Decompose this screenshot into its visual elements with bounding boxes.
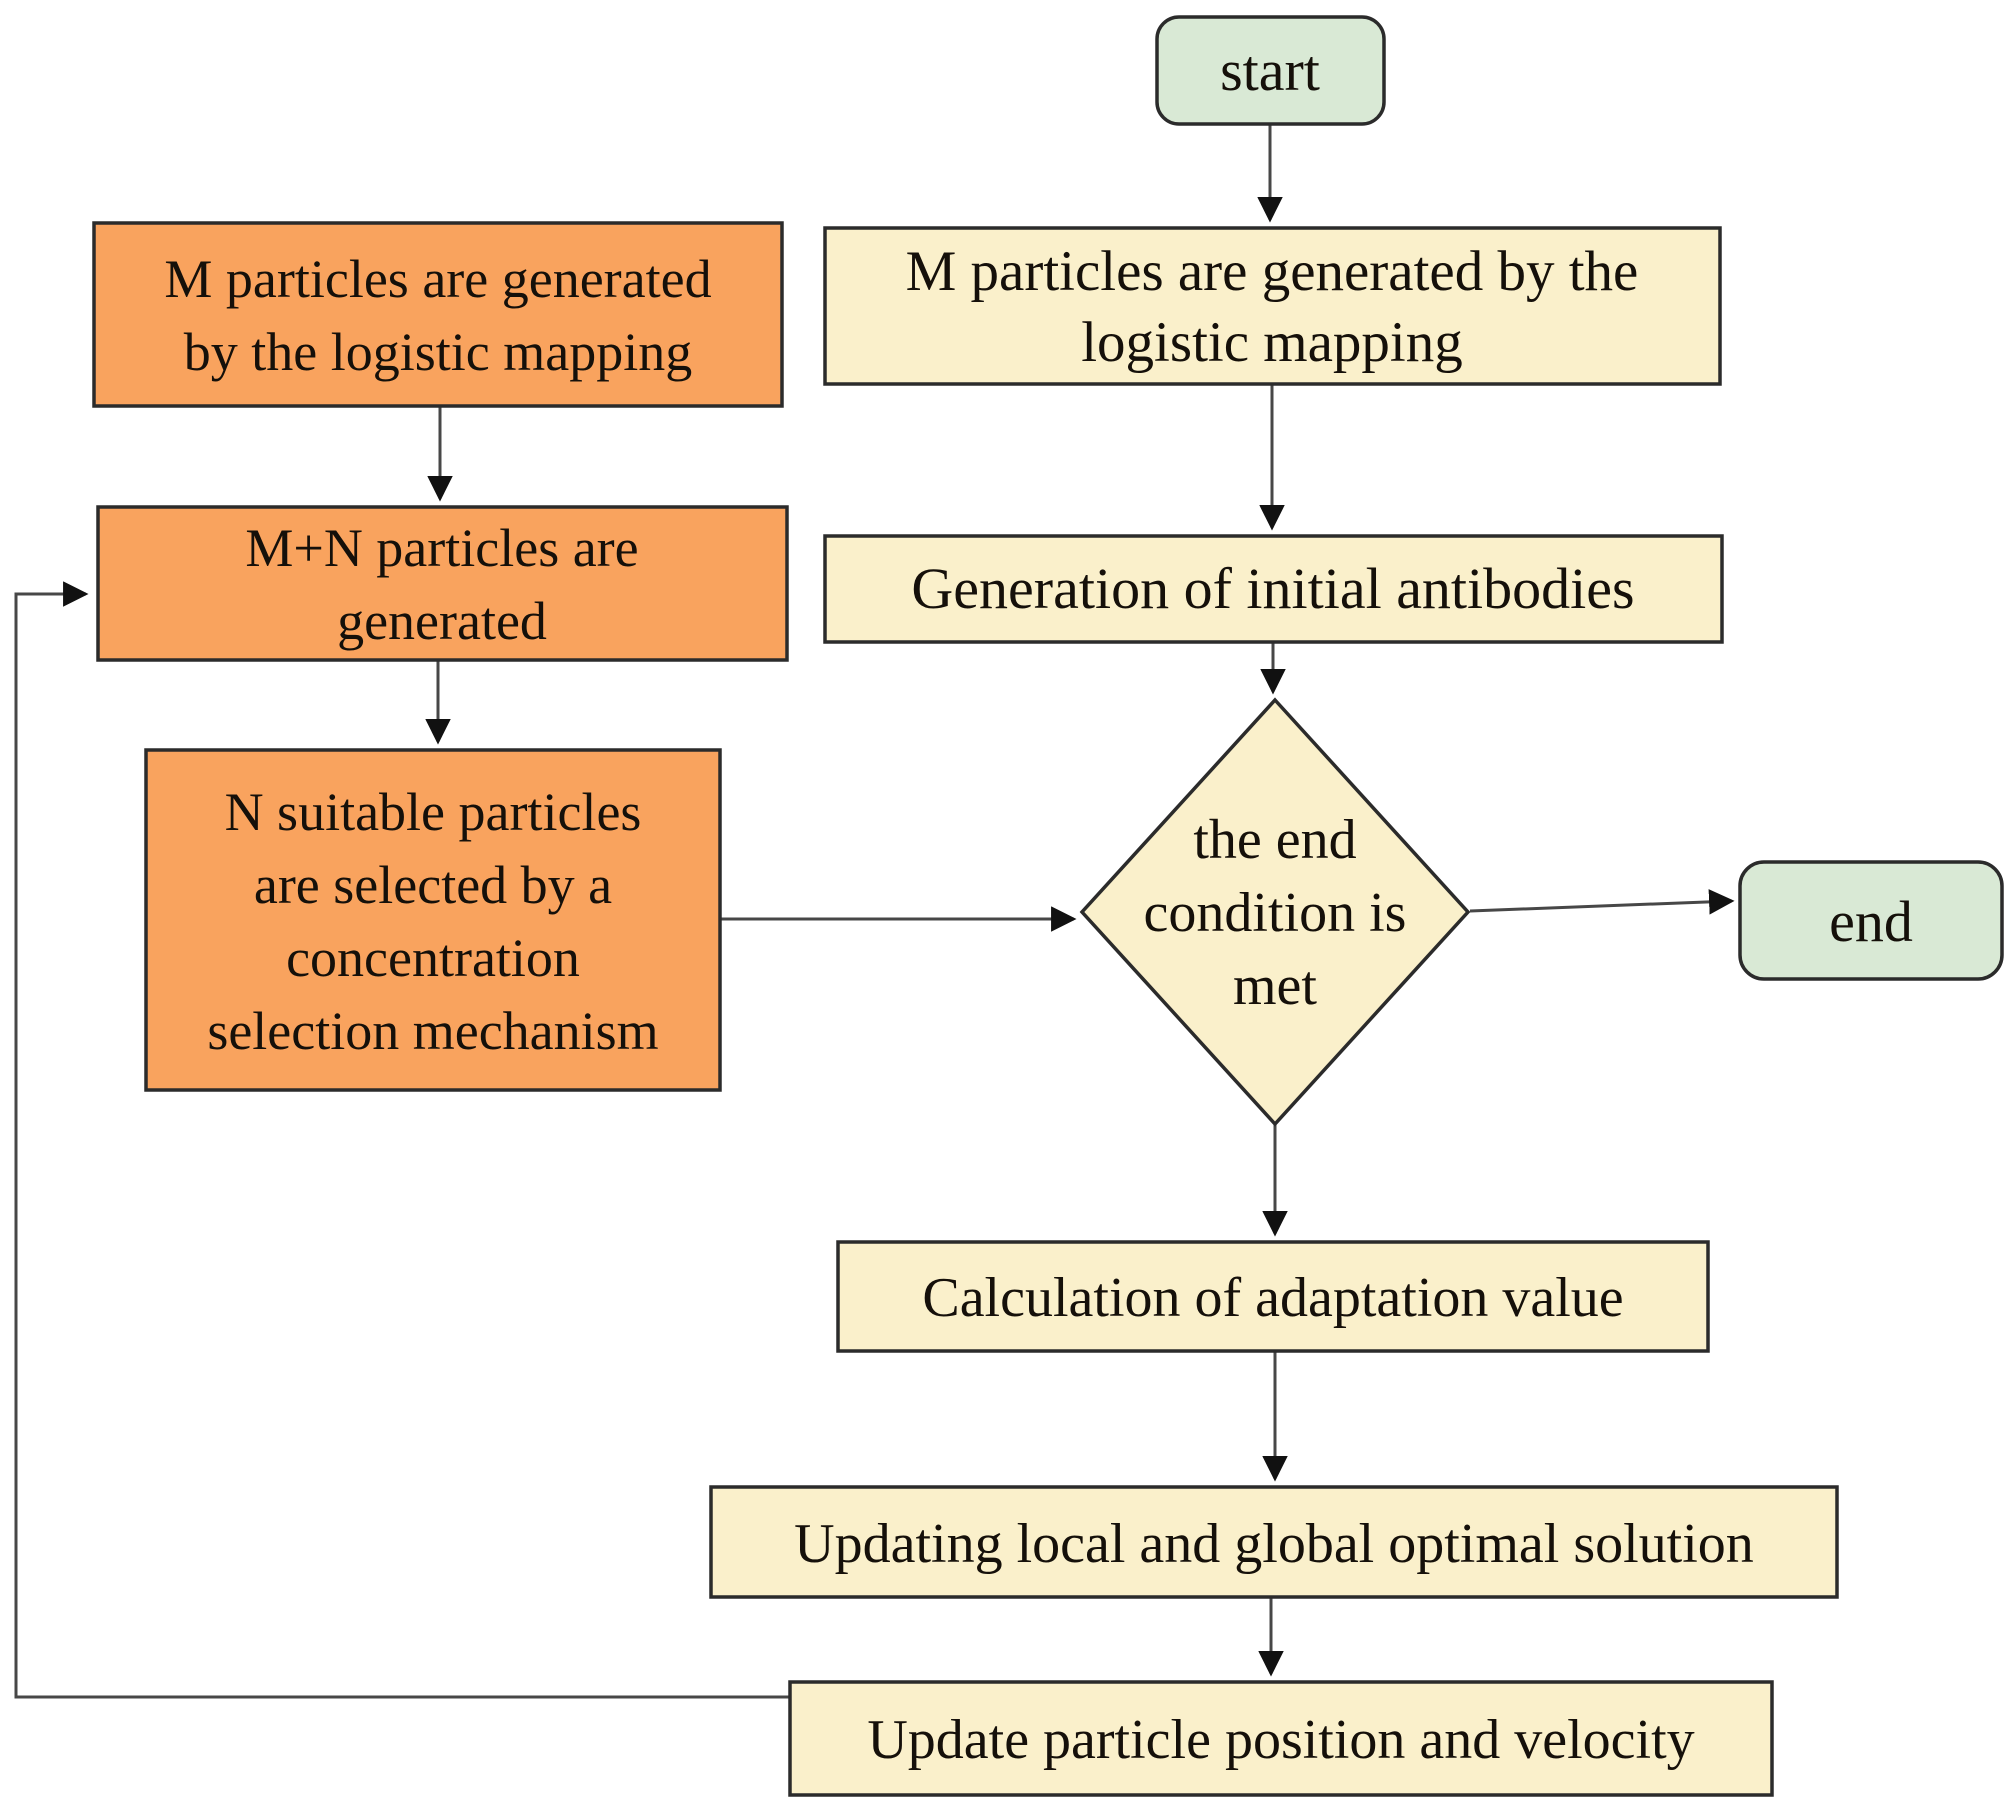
gen-antibodies-shape xyxy=(823,534,1724,644)
m-particles-left-label-line1: M particles are generated xyxy=(164,249,711,309)
mn-particles-label-line1: M+N particles are xyxy=(245,518,638,578)
node-calc-adaptation: Calculation of adaptation value xyxy=(836,1240,1710,1353)
m-particles-main-shape xyxy=(823,226,1722,386)
node-end: end xyxy=(1738,860,2004,981)
node-start: start xyxy=(1155,15,1386,126)
end-shape xyxy=(1738,860,2004,981)
updating-optimal-shape xyxy=(709,1485,1839,1599)
m-particles-left-label-line2: by the logistic mapping xyxy=(184,322,692,382)
end-condition-shape xyxy=(1079,697,1471,1127)
edges xyxy=(14,124,1735,1699)
calc-adaptation-shape xyxy=(836,1240,1710,1353)
node-update-particle: Update particle position and velocity xyxy=(788,1680,1774,1797)
updating-optimal-label: Updating local and global optimal soluti… xyxy=(794,1513,1754,1575)
start-label: start xyxy=(1220,38,1320,103)
start-shape xyxy=(1155,15,1386,126)
n-suitable-label-line4: selection mechanism xyxy=(207,1001,658,1061)
node-mn-particles: M+N particles are generated xyxy=(96,505,789,662)
mn-particles-label-line2: generated xyxy=(337,591,547,651)
calc-adaptation-label: Calculation of adaptation value xyxy=(922,1267,1623,1329)
node-m-particles-main: M particles are generated by the logisti… xyxy=(823,226,1722,386)
edge-end-condition-to-end xyxy=(1469,889,1735,915)
m-particles-left-shape xyxy=(92,221,784,408)
n-suitable-label-line1: N suitable particles xyxy=(225,782,642,842)
m-particles-main-label-line2: logistic mapping xyxy=(1081,311,1463,374)
end-condition-label-line3: met xyxy=(1233,955,1317,1017)
node-end-condition: the end condition is met xyxy=(1079,697,1471,1127)
end-label: end xyxy=(1829,889,1913,954)
node-n-suitable: N suitable particles are selected by a c… xyxy=(144,748,722,1092)
mn-particles-shape xyxy=(96,505,789,662)
n-suitable-label-line2: are selected by a xyxy=(254,855,612,915)
update-particle-shape xyxy=(788,1680,1774,1797)
n-suitable-label-line3: concentration xyxy=(286,928,580,988)
edge-update-particle-loop-to-mn-particles xyxy=(14,581,790,1699)
node-gen-antibodies: Generation of initial antibodies xyxy=(823,534,1724,644)
update-particle-label: Update particle position and velocity xyxy=(867,1709,1694,1771)
m-particles-main-label-line1: M particles are generated by the xyxy=(906,240,1639,303)
end-condition-label-line1: the end xyxy=(1193,809,1356,871)
node-m-particles-left: M particles are generated by the logisti… xyxy=(92,221,784,408)
n-suitable-shape xyxy=(144,748,722,1092)
end-condition-label-line2: condition is xyxy=(1144,882,1407,944)
gen-antibodies-label: Generation of initial antibodies xyxy=(911,556,1634,621)
node-updating-optimal: Updating local and global optimal soluti… xyxy=(709,1485,1839,1599)
